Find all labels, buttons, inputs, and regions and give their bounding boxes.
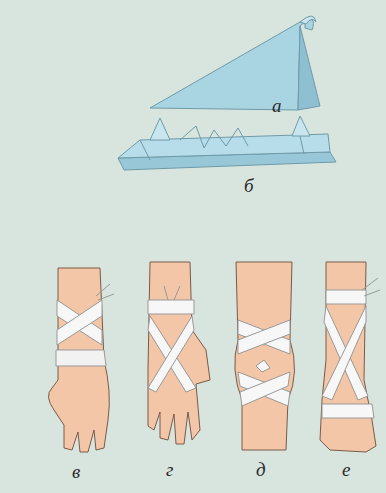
folded-band bbox=[118, 116, 336, 170]
wrist-bandage bbox=[48, 268, 114, 452]
figure-letter: г bbox=[166, 460, 173, 479]
knee-bandage bbox=[235, 262, 295, 450]
figure-letter: д bbox=[256, 460, 266, 479]
ankle-bandage bbox=[320, 262, 380, 452]
figure-letter: е bbox=[342, 460, 350, 479]
figure-letter: в bbox=[72, 462, 80, 481]
hand-bandage bbox=[148, 262, 210, 444]
triangular-scarf bbox=[150, 16, 320, 110]
figure-letter: а bbox=[272, 96, 282, 115]
figure-letter: б bbox=[244, 176, 254, 195]
